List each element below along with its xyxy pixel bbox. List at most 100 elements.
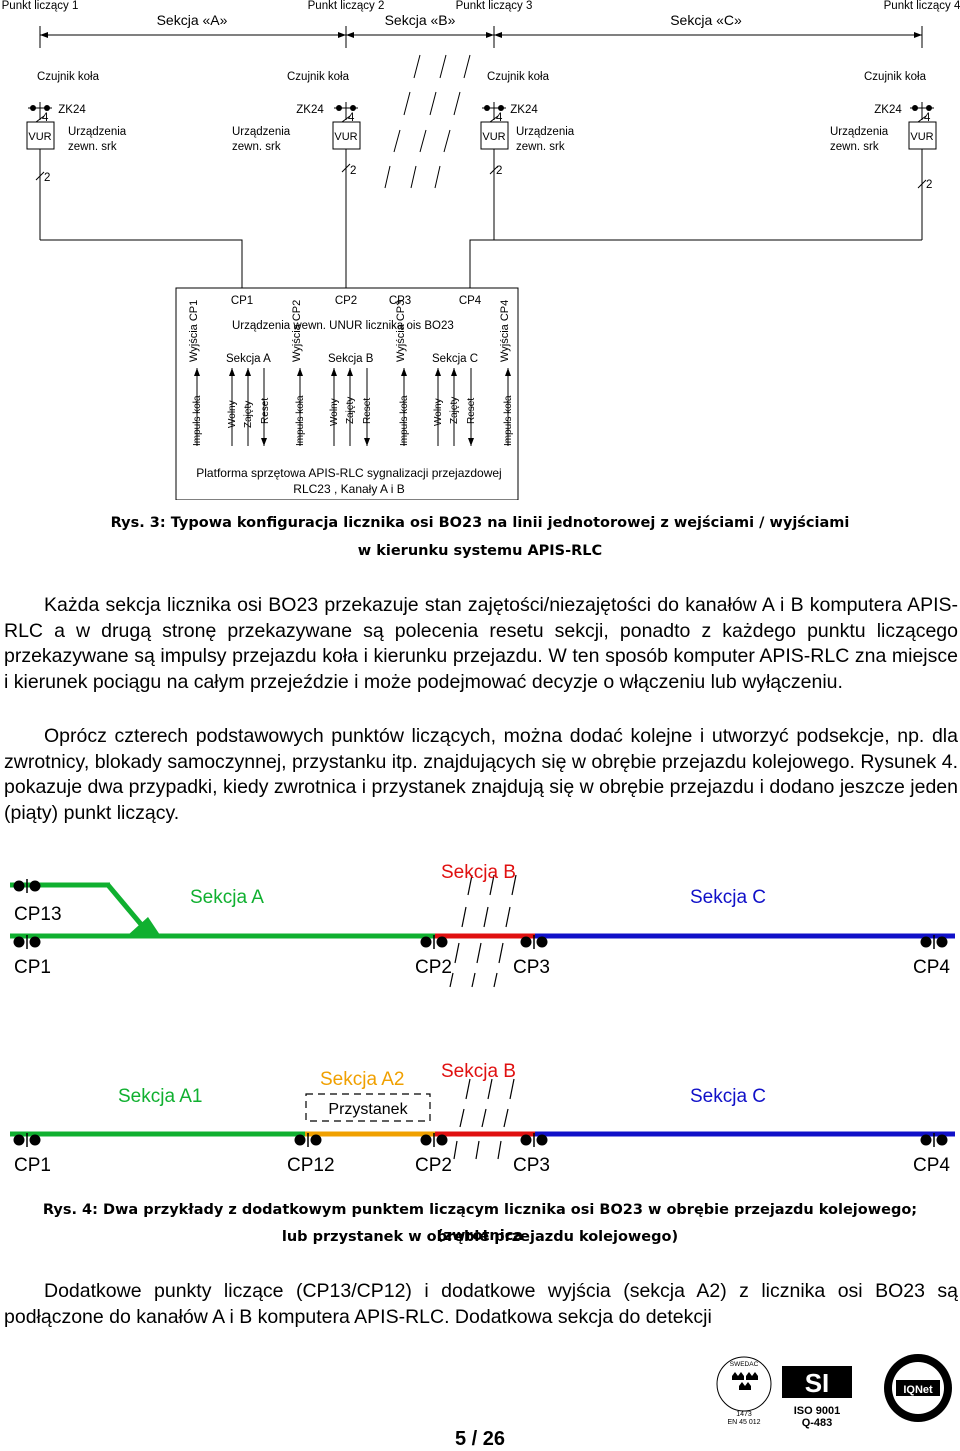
svg-text:zewn. srk: zewn. srk [232,141,281,153]
cp3-label: CP3 [513,1155,550,1176]
svg-text:Impuls koła: Impuls koła [503,395,514,446]
svg-text:4: 4 [348,112,355,124]
svg-text:Impuls koła: Impuls koła [399,395,410,446]
svg-text:VUR: VUR [334,131,357,143]
unur-box-title: Urządzenia wewn. UNUR licznika ois BO23 [232,320,454,332]
svg-text:Q-483: Q-483 [802,1417,833,1429]
svg-text:Impuls koła: Impuls koła [295,395,306,446]
figure-3-caption-line-1: Rys. 3: Typowa konfiguracja licznika osi… [110,515,850,531]
figure-4b-diagram: Przystanek Sekcja A1 Sekcja A2 Sekcja B … [10,1061,955,1176]
counting-point-2: Czujnik koła ZK24 4 VUR Urządzenia zewn.… [232,71,361,240]
svg-text:Zajęty: Zajęty [449,397,460,424]
svg-text:4: 4 [924,112,931,124]
figure-4-caption-line-2: lub przystanek w obrębie przejazdu kolej… [281,1229,679,1245]
sekcja-b-label: Sekcja B [441,862,516,883]
svg-text:Wolny: Wolny [433,398,444,426]
cp4-marker [920,935,948,949]
svg-text:zewn. srk: zewn. srk [516,141,565,153]
platform-box [305,1093,431,1122]
vur-box-4 [908,121,937,150]
point-label-4: Punkt liczący 4 [884,0,960,12]
output-labels: Wyjścia CP1 Wyjścia CP2 Wyjścia CP3 Wyjś… [188,300,511,362]
svg-text:Reset: Reset [362,398,373,424]
cp-label-1: CP1 [231,295,253,307]
output-cp2: Wyjścia CP2 [291,300,303,362]
point-label-3: Punkt liczący 3 [456,0,533,12]
point-label-1: Punkt liczący 1 [2,0,79,12]
si-logo: SI ISO 9001 Q-483 [782,1366,852,1429]
sekcja-a2-label: Sekcja A2 [320,1069,405,1090]
svg-text:EN 45 012: EN 45 012 [727,1419,760,1426]
cp3-label: CP3 [513,957,550,978]
svg-text:Zajęty: Zajęty [243,401,254,428]
connection-wires [40,239,922,288]
sensor-label-1: Czujnik koła [37,71,100,83]
cp-label-3: CP3 [389,295,411,307]
section-label-a: Sekcja «A» [157,12,228,28]
swedac-logo: SWEDAC 1473 EN 45 012 [716,1356,772,1426]
platform-label-2: RLC23 , Kanały A i B [293,482,404,496]
sekcja-c-label: Sekcja C [690,1086,766,1107]
cp-markers-4b [13,1133,948,1147]
zk-label-1: ZK24 [58,104,86,116]
paragraph-2: Oprócz czterech podstawowych punktów lic… [4,725,958,825]
vur-box-3 [480,121,509,150]
signal-lines [196,368,509,446]
cp-markers-4a [13,879,948,949]
svg-text:1473: 1473 [736,1411,752,1418]
cp12-label: CP12 [287,1155,335,1176]
sensor-label-4: Czujnik koła [864,71,927,83]
svg-text:VUR: VUR [482,131,505,143]
zk-label-4: ZK24 [874,104,902,116]
svg-text:VUR: VUR [910,131,933,143]
svg-text:2: 2 [926,179,932,191]
sekcja-c-label: Sekcja C [690,887,766,908]
output-cp4: Wyjścia CP4 [499,300,511,362]
figure-3-diagram: Punkt liczący 1 Punkt liczący 2 Punkt li… [2,0,960,500]
svg-text:Urządzenia: Urządzenia [516,126,575,138]
level-crossing-road [384,54,471,189]
cp3-marker [520,935,548,949]
svg-text:Urządzenia: Urządzenia [830,126,889,138]
svg-text:Reset: Reset [466,398,477,424]
svg-text:Wolny: Wolny [227,400,238,428]
svg-text:Reset: Reset [260,398,271,424]
section-label-c: Sekcja «C» [670,12,742,28]
box-section-c: Sekcja C [432,353,478,365]
cp2-label: CP2 [415,1155,452,1176]
svg-text:2: 2 [350,165,356,177]
paragraph-3: Dodatkowe punkty liczące (CP13/CP12) i d… [4,1280,958,1328]
svg-text:Impuls koła: Impuls koła [192,395,203,446]
counting-point-1: Czujnik koła ZK24 4 VUR Urządzenia zewn.… [26,71,127,240]
cp13-marker [13,879,41,893]
svg-text:zewn. srk: zewn. srk [68,141,117,153]
cp2-marker [420,1133,448,1147]
track-line [39,26,923,48]
output-cp1: Wyjścia CP1 [188,300,200,362]
section-label-b: Sekcja «B» [385,12,456,28]
cp2-label: CP2 [415,957,452,978]
vur-label-1: VUR [28,131,51,143]
page-number: 5 / 26 [454,1428,506,1450]
cp4-label: CP4 [913,957,950,978]
zk-label-3: ZK24 [510,104,538,116]
svg-text:SI: SI [805,1368,830,1398]
svg-text:2: 2 [496,165,502,177]
box-section-b: Sekcja B [328,353,374,365]
svg-text:Zajęty: Zajęty [345,397,356,424]
svg-text:Urządzenia: Urządzenia [232,126,291,138]
figure-4-caption-line-1: Rys. 4: Dwa przykłady z dodatkowym punkt… [42,1202,918,1244]
cp1-label: CP1 [14,1155,51,1176]
cp-label-4: CP4 [459,295,482,307]
cp1-marker [13,1133,41,1147]
cp13-label: CP13 [14,904,62,925]
device-label-1: Urządzenia [68,126,127,138]
platform-label-1: Platforma sprzętowa APIS-RLC sygnalizacj… [196,466,501,480]
figure-3-caption-line-2: w kierunku systemu APIS-RLC [357,543,603,559]
svg-text:zewn. srk: zewn. srk [830,141,879,153]
point-label-2: Punkt liczący 2 [308,0,385,12]
cp1-marker [13,935,41,949]
wire-2-label: 2 [44,172,50,184]
przystanek-label: Przystanek [328,1101,408,1118]
signal-labels: Impuls koła Wolny Zajęty Reset Impuls ko… [192,395,514,446]
